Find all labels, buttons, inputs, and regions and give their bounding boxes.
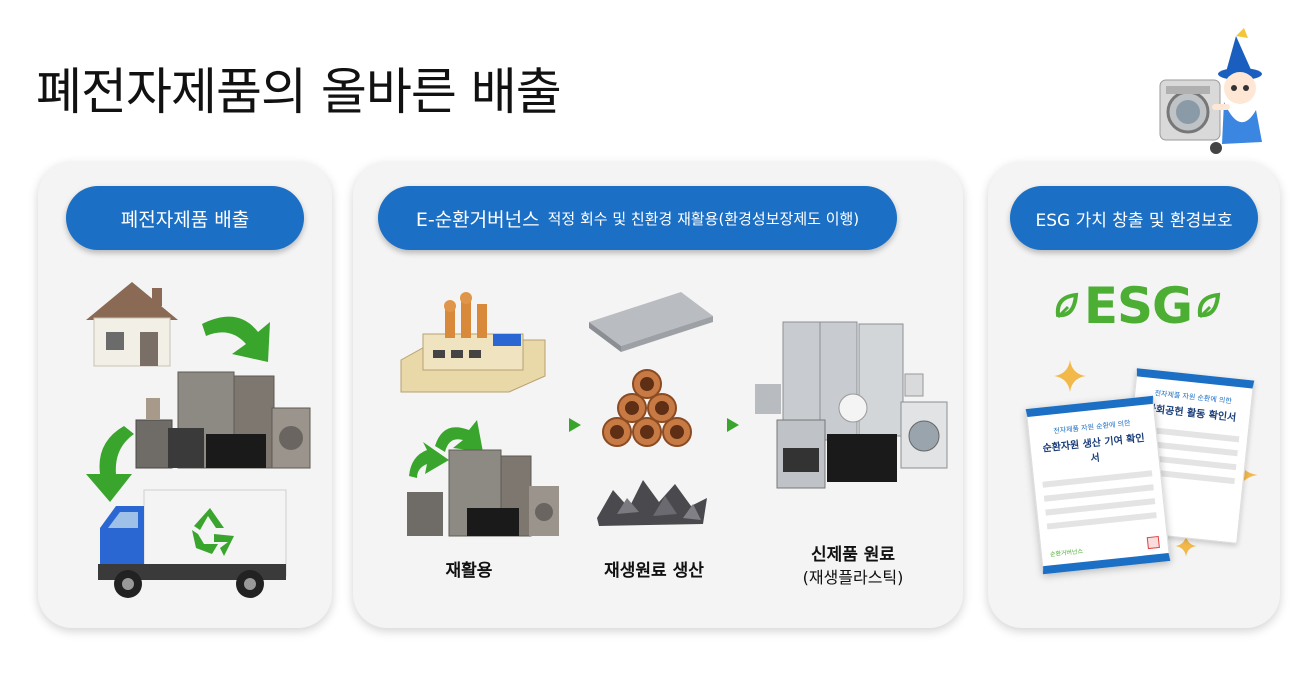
- esg-logo-text: ESG: [1083, 277, 1193, 335]
- copper-pipes-icon: [602, 369, 692, 447]
- esg-logo: ESG: [1048, 276, 1228, 336]
- metal-sheet-icon: [589, 292, 713, 352]
- step-recycle-label: 재활용: [445, 561, 493, 581]
- seal-stamp-icon: [1146, 535, 1160, 550]
- step-raw-material-label: 재생원료 생산: [604, 561, 704, 581]
- arrow-right-1-icon: [569, 418, 581, 432]
- new-appliances-icon: [755, 321, 948, 489]
- process-heading: E-순환거버넌스: [415, 208, 540, 231]
- scrap-pieces-icon: [597, 480, 707, 526]
- panel-recycling-process: E-순환거버넌스 적정 회수 및 친환경 재활용(환경성보장제도 이행): [353, 162, 963, 628]
- recycled-appliances-icon: [407, 420, 559, 537]
- arrow-right-down-icon: [202, 316, 270, 362]
- process-heading-badge: E-순환거버넌스 적정 회수 및 친환경 재활용(환경성보장제도 이행): [378, 186, 897, 250]
- page-title: 폐전자제품의 올바른 배출: [36, 63, 562, 121]
- panel-esg: ESG 가치 창출 및 환경보호 ESG 전자제품 자원 순환에 의한 사회공: [988, 162, 1280, 628]
- panel-disposal: 폐전자제품 배출: [38, 162, 332, 628]
- esg-heading-badge: ESG 가치 창출 및 환경보호: [1010, 186, 1258, 250]
- process-heading-sub: 적정 회수 및 친환경 재활용(환경성보장제도 이행): [547, 209, 860, 228]
- certificate-left: 전자제품 자원 순환에 의한 순환자원 생산 기여 확인서 순환거버넌스: [1025, 395, 1171, 575]
- step-new-material-label: 신제품 원료: [810, 545, 896, 565]
- cert-footer: 순환거버넌스: [1049, 547, 1084, 558]
- mascot-illustration: [1159, 28, 1262, 154]
- arrow-down-icon: [86, 426, 134, 502]
- factory-icon: [400, 292, 546, 393]
- esg-heading: ESG 가치 창출 및 환경보호: [1035, 210, 1233, 231]
- leaf-right-icon: [1197, 292, 1221, 319]
- recycling-truck-icon: [98, 489, 287, 598]
- sparkle-icon: [1054, 360, 1086, 392]
- step-new-material-sublabel: (재생플라스틱): [802, 568, 904, 587]
- sparkle-small-icon: [1175, 535, 1197, 557]
- waste-appliances-icon: [135, 371, 311, 469]
- house-icon: [86, 282, 178, 367]
- leaf-left-icon: [1055, 292, 1079, 319]
- arrow-right-2-icon: [727, 418, 739, 432]
- disposal-heading-badge: 폐전자제품 배출: [66, 186, 304, 250]
- disposal-heading: 폐전자제품 배출: [120, 208, 250, 231]
